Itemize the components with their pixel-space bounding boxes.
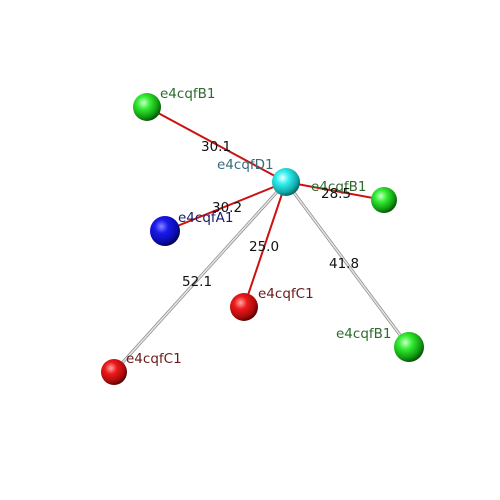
bond-line-d1-b1b <box>285 181 385 201</box>
atom-label-c1a: e4cqfC1 <box>258 286 314 302</box>
atom-sphere-b1b <box>371 187 397 213</box>
bond-layer <box>112 106 411 374</box>
atom-sphere-d1 <box>272 168 300 196</box>
bond-line-d1-b1c <box>285 181 410 348</box>
atom-label-b1c: e4cqfB1 <box>336 326 392 342</box>
atom-sphere-c1b <box>101 359 127 385</box>
distance-label-d1-c1b: 52.1 <box>182 274 212 290</box>
distance-label-d1-a1: 30.2 <box>212 200 242 216</box>
bond-line-d1-b1a <box>146 106 287 183</box>
atom-layer <box>101 93 424 385</box>
atom-sphere-c1a <box>230 293 258 321</box>
distance-label-d1-c1a: 25.0 <box>249 239 279 255</box>
label-layer: e4cqfD1 e4cqfB1 e4cqfB1 e4cqfB1 e4cqfA1 e4cqf… <box>126 86 392 367</box>
atom-sphere-b1a <box>133 93 161 121</box>
bond-line-d1-c1b <box>113 181 287 373</box>
atom-label-c1b: e4cqfC1 <box>126 351 182 367</box>
atom-sphere-b1c <box>394 332 424 362</box>
bond-line-d1-a1 <box>164 181 287 232</box>
atom-label-b1b: e4cqfB1 <box>311 179 367 195</box>
distance-label-d1-b1c: 41.8 <box>329 256 359 272</box>
bond-line-d1-c1a <box>243 181 287 308</box>
atom-label-a1: e4cqfA1 <box>178 210 233 226</box>
distance-label-d1-b1a: 30.1 <box>201 139 231 155</box>
atom-sphere-a1 <box>150 216 180 246</box>
distance-label-d1-b1b: 28.5 <box>321 186 351 202</box>
atom-label-b1a: e4cqfB1 <box>160 86 216 102</box>
atom-label-d1: e4cqfD1 <box>217 157 274 173</box>
